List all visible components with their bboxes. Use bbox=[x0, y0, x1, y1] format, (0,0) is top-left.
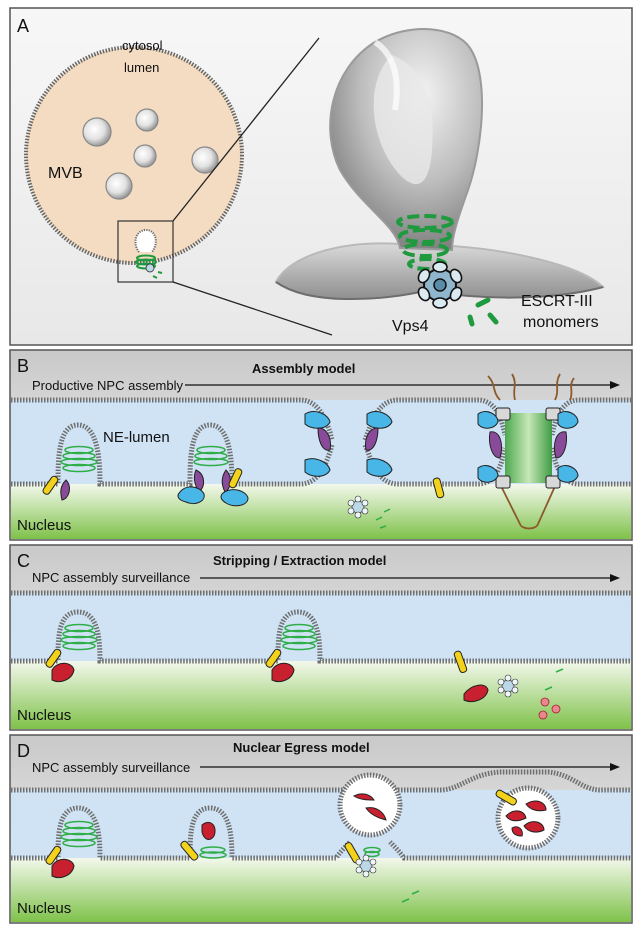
yellow-protein-c1 bbox=[45, 648, 62, 668]
red-protein-d3a bbox=[353, 793, 375, 801]
panel-d-nucleus-label: Nucleus bbox=[17, 900, 71, 917]
escrt-spiral-b1 bbox=[60, 445, 98, 473]
red-protein-c1 bbox=[51, 662, 75, 683]
yellow-protein-c3 bbox=[453, 650, 468, 674]
blue-nup-b2b bbox=[220, 489, 249, 507]
cytosol-label: cytosol bbox=[122, 38, 163, 53]
escrt-monomers-d bbox=[401, 890, 420, 903]
escrt-monomers-c bbox=[544, 668, 564, 691]
panel-b-subtitle: Productive NPC assembly bbox=[32, 378, 183, 393]
d-nucleus-region bbox=[11, 858, 631, 922]
red-protein-c3 bbox=[463, 684, 489, 703]
escrt-spiral-c1 bbox=[60, 623, 98, 651]
panel-c-arrowhead bbox=[610, 574, 620, 582]
yellow-protein-b2 bbox=[228, 468, 243, 489]
npc-cytoplasmic-filaments-right bbox=[554, 373, 575, 401]
yellow-protein-b1 bbox=[42, 475, 59, 495]
vps4-label: Vps4 bbox=[392, 318, 429, 335]
red-protein-d1 bbox=[51, 858, 75, 879]
c-lumen-region bbox=[11, 593, 631, 661]
lumen-label: lumen bbox=[124, 60, 159, 75]
d-outer-membrane bbox=[11, 769, 631, 793]
panel-c-title: Stripping / Extraction model bbox=[213, 553, 386, 568]
npc-cytoplasmic-filaments-left bbox=[487, 373, 516, 401]
red-protein-d3b bbox=[365, 807, 387, 821]
escrt-spiral-d1 bbox=[60, 820, 98, 848]
panel-d-title: Nuclear Egress model bbox=[233, 740, 370, 755]
panel-c: C Stripping / Extraction model NPC assem… bbox=[9, 544, 633, 731]
ne-lumen-label: NE-lumen bbox=[103, 429, 170, 446]
npc-nuclear-basket bbox=[499, 483, 557, 530]
c-nucleus-region bbox=[11, 661, 631, 729]
escrt-monomers-small bbox=[152, 271, 163, 279]
panel-d: D Nuclear Egress model NPC assembly surv… bbox=[9, 734, 633, 924]
nups-pore-b3 bbox=[304, 411, 393, 477]
nucleus-region bbox=[11, 484, 631, 539]
escrt-spiral-d3 bbox=[363, 846, 381, 858]
d-inner-membrane bbox=[11, 805, 631, 861]
panel-d-subtitle: NPC assembly surveillance bbox=[32, 760, 190, 775]
panel-a-letter: A bbox=[17, 16, 29, 36]
panel-d-letter: D bbox=[17, 741, 30, 761]
escrt-spiral-c2 bbox=[280, 623, 318, 651]
escrt-iii-label-line2: monomers bbox=[523, 314, 599, 331]
panel-b-letter: B bbox=[17, 356, 29, 376]
budding-vesicle-small bbox=[134, 228, 157, 253]
escrt-iii-label-line1: ESCRT-III bbox=[521, 293, 593, 310]
panel-b-title: Assembly model bbox=[252, 361, 355, 376]
blue-nup-b2a bbox=[177, 486, 205, 505]
yellow-protein-b3 bbox=[432, 477, 445, 499]
panel-c-nucleus-label: Nucleus bbox=[17, 707, 71, 724]
panel-b-arrowhead bbox=[610, 381, 620, 389]
yellow-protein-d2 bbox=[180, 840, 199, 861]
red-proteins-d4 bbox=[505, 800, 547, 837]
panel-c-letter: C bbox=[17, 551, 30, 571]
escrt-monomers-b bbox=[375, 508, 391, 529]
vps4-c bbox=[497, 674, 519, 698]
vps4-d bbox=[355, 854, 377, 878]
zoom-box bbox=[117, 220, 174, 283]
budding-vesicle-d3 bbox=[337, 772, 403, 838]
degradation-fragments bbox=[538, 697, 561, 720]
yellow-protein-c2 bbox=[265, 648, 282, 668]
panel-b-nucleus-label: Nucleus bbox=[17, 517, 71, 534]
vps4-hexamer bbox=[417, 261, 463, 309]
vesicle-highlight bbox=[373, 55, 433, 185]
purple-nup-b1 bbox=[60, 479, 70, 501]
escrt-spiral-b2 bbox=[193, 445, 229, 467]
escrt-iii-free-monomers bbox=[467, 297, 499, 327]
panel-c-subtitle: NPC assembly surveillance bbox=[32, 570, 190, 585]
escrt-spiral-d2 bbox=[199, 846, 227, 859]
npc-central-channel bbox=[505, 413, 552, 483]
vps4-small bbox=[145, 263, 155, 273]
zoom-line-top bbox=[172, 37, 320, 222]
yellow-protein-d1 bbox=[45, 845, 62, 865]
c-inner-membrane bbox=[11, 609, 631, 664]
red-protein-d2 bbox=[201, 821, 216, 840]
vesicle-rim bbox=[373, 39, 400, 111]
vps4-b bbox=[347, 495, 369, 519]
npc-full bbox=[477, 373, 579, 530]
intraluminal-vesicles bbox=[82, 108, 219, 200]
panel-d-arrowhead bbox=[610, 763, 620, 771]
mvb-label: MVB bbox=[48, 165, 83, 182]
zoom-line-bottom bbox=[172, 281, 333, 336]
red-protein-c2 bbox=[271, 662, 295, 683]
panel-a: A cytosol lumen MVB bbox=[9, 7, 633, 346]
panel-b: B Assembly model Productive NPC assembly… bbox=[9, 349, 633, 541]
yellow-protein-d4 bbox=[495, 789, 517, 806]
